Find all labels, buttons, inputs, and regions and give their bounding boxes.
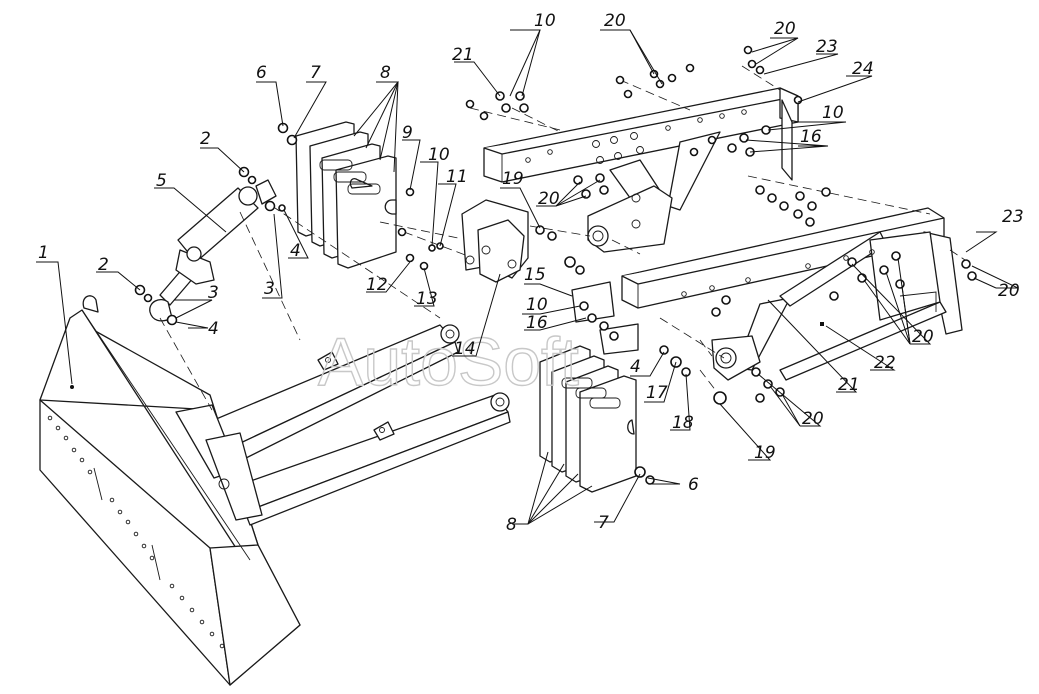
callout-11: 11 <box>446 167 468 187</box>
callout-16-upper: 16 <box>800 127 822 147</box>
callout-24: 24 <box>852 59 874 79</box>
callout-21-lower: 21 <box>838 375 860 395</box>
callout-4-right: 4 <box>630 357 641 377</box>
beam-holes <box>525 109 747 164</box>
leader-lines <box>36 29 1019 525</box>
callout-20-bottom: 20 <box>802 409 824 429</box>
callout-10-top: 10 <box>534 11 556 31</box>
callout-7-lower: 7 <box>598 513 609 533</box>
callout-13: 13 <box>416 289 438 309</box>
callout-15: 15 <box>524 265 546 285</box>
callout-20-lower-right: 20 <box>912 327 934 347</box>
callout-3-lower: 3 <box>208 283 219 303</box>
callout-22: 22 <box>874 353 896 373</box>
callout-20-top: 20 <box>604 11 626 31</box>
callout-2-lower: 2 <box>98 255 109 275</box>
callout-labels: 1 2 2 3 3 4 4 4 5 6 6 7 7 8 8 9 10 10 10… <box>38 11 1024 535</box>
assembly-lines <box>159 65 969 411</box>
push-frame-arms <box>175 324 511 526</box>
lower-frame-beam <box>621 207 963 381</box>
callout-7-upper: 7 <box>310 63 321 83</box>
callout-3-upper: 3 <box>264 279 275 299</box>
callout-5: 5 <box>156 171 167 191</box>
callout-6-upper: 6 <box>256 63 267 83</box>
callout-10-mid: 10 <box>526 295 548 315</box>
callout-23-right: 23 <box>1002 207 1024 227</box>
blade-bolt-holes <box>47 415 225 649</box>
mount-bracket <box>461 199 529 283</box>
callout-20-right: 20 <box>998 281 1020 301</box>
callout-10-left: 10 <box>428 145 450 165</box>
dozer-blade <box>39 295 301 686</box>
callout-4-lower: 4 <box>208 319 219 339</box>
callout-2-upper: 2 <box>200 129 211 149</box>
counterweight-stack-right <box>539 281 639 493</box>
callout-12: 12 <box>366 275 388 295</box>
callout-18: 18 <box>672 413 694 433</box>
callout-6-lower: 6 <box>688 475 699 495</box>
hardware-fasteners <box>134 45 977 485</box>
callout-9: 9 <box>402 123 413 143</box>
callout-14: 14 <box>454 339 476 359</box>
callout-16-lower: 16 <box>526 313 548 333</box>
callout-21-upper: 21 <box>452 45 474 65</box>
callout-20-mid: 20 <box>538 189 560 209</box>
callout-4-upper: 4 <box>290 241 301 261</box>
upper-frame-beam <box>483 87 799 253</box>
callout-23-upper: 23 <box>816 37 838 57</box>
callout-8-upper: 8 <box>380 63 391 83</box>
callout-10-right: 10 <box>822 103 844 123</box>
callout-8-lower: 8 <box>506 515 517 535</box>
callout-17: 17 <box>646 383 668 403</box>
watermark: AutoSoft <box>318 324 579 400</box>
counterweight-stack-left <box>295 121 397 269</box>
callout-1: 1 <box>38 243 49 263</box>
callout-20-top-right: 20 <box>774 19 796 39</box>
callout-19-upper: 19 <box>502 169 524 189</box>
callout-19-lower: 19 <box>754 443 776 463</box>
